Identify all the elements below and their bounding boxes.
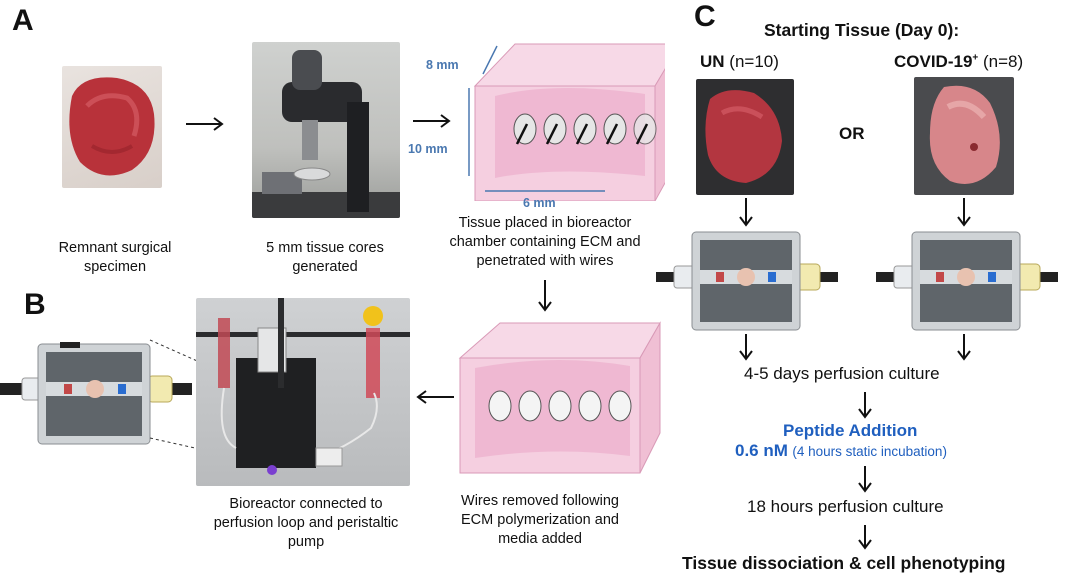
zoom-guide-lines: [149, 339, 241, 459]
arrow-down-icon: [957, 198, 971, 227]
panel-label-c: C: [694, 0, 716, 33]
caption-line: Remnant surgical: [58, 240, 172, 256]
caption-cores: 5 mm tissue cores generated: [240, 239, 410, 277]
caption-line: pump: [287, 534, 325, 550]
un-tissue-photo: [696, 79, 794, 195]
caption-line: chamber containing ECM and: [449, 234, 641, 250]
caption-bioreactor: Bioreactor connected to perfusion loop a…: [196, 495, 416, 552]
caption-line: specimen: [83, 259, 147, 275]
chamber-diagram-with-wires: [468, 43, 665, 201]
covid-group-label: COVID-19+ (n=8): [894, 52, 1023, 72]
un-group-label: UN (n=10): [700, 52, 779, 72]
step-perfusion-4-5-days: 4-5 days perfusion culture: [744, 364, 940, 383]
dim-depth-label: 8 mm: [426, 58, 459, 72]
arrow-down-icon: [957, 334, 971, 361]
peptide-addition-title: Peptide Addition: [783, 421, 918, 440]
caption-line: Bioreactor connected to: [229, 496, 383, 512]
caption-line: 5 mm tissue cores: [266, 240, 384, 256]
caption-specimen: Remnant surgical specimen: [40, 239, 190, 277]
un-bioreactor-photo: [656, 228, 838, 334]
specimen-photo: [62, 66, 162, 188]
peptide-dose-line: 0.6 nM (4 hours static incubation): [735, 441, 947, 461]
arrow-down-icon: [858, 525, 872, 550]
dim-height-label: 10 mm: [408, 142, 448, 156]
tissue-corer-photo: [252, 42, 400, 218]
caption-wires-removed: Wires removed following ECM polymerizati…: [425, 492, 655, 549]
panel-label-a: A: [12, 4, 34, 37]
dim-width-label: 6 mm: [523, 196, 556, 210]
caption-line: ECM polymerization and: [461, 512, 619, 528]
chamber-diagram-wires-removed: [458, 321, 661, 474]
caption-line: generated: [292, 259, 358, 275]
covid-superscript: +: [972, 52, 979, 64]
or-label: OR: [839, 124, 865, 143]
covid-count: (n=8): [983, 52, 1024, 71]
caption-line: media added: [498, 531, 582, 547]
bioreactor-closeup-photo: [0, 338, 192, 450]
step-dissociation-phenotyping: Tissue dissociation & cell phenotyping: [682, 553, 1006, 573]
panel-label-b: B: [24, 288, 46, 321]
arrow-right-icon: [413, 114, 451, 128]
peptide-incubation-note: (4 hours static incubation): [792, 444, 947, 459]
peptide-dose: 0.6 nM: [735, 441, 788, 460]
covid-label: COVID-19: [894, 52, 973, 71]
un-label: UN: [700, 52, 725, 71]
arrow-down-icon: [739, 198, 753, 227]
arrow-down-icon: [858, 392, 872, 419]
arrow-down-icon: [538, 280, 552, 312]
caption-line: perfusion loop and peristaltic: [213, 515, 399, 531]
step-perfusion-18-hours: 18 hours perfusion culture: [747, 497, 944, 516]
arrow-right-icon: [186, 117, 224, 131]
arrow-down-icon: [739, 334, 753, 361]
caption-line: penetrated with wires: [476, 253, 614, 269]
caption-chamber: Tissue placed in bioreactor chamber cont…: [420, 214, 670, 271]
panel-c-title: Starting Tissue (Day 0):: [764, 20, 960, 40]
caption-line: Wires removed following: [461, 493, 619, 509]
arrow-left-icon: [416, 390, 454, 404]
perfusion-setup-photo: [196, 298, 410, 486]
covid-bioreactor-photo: [876, 228, 1058, 334]
covid-tissue-photo: [914, 77, 1014, 195]
un-count: (n=10): [729, 52, 779, 71]
arrow-down-icon: [858, 466, 872, 493]
caption-line: Tissue placed in bioreactor: [458, 215, 632, 231]
